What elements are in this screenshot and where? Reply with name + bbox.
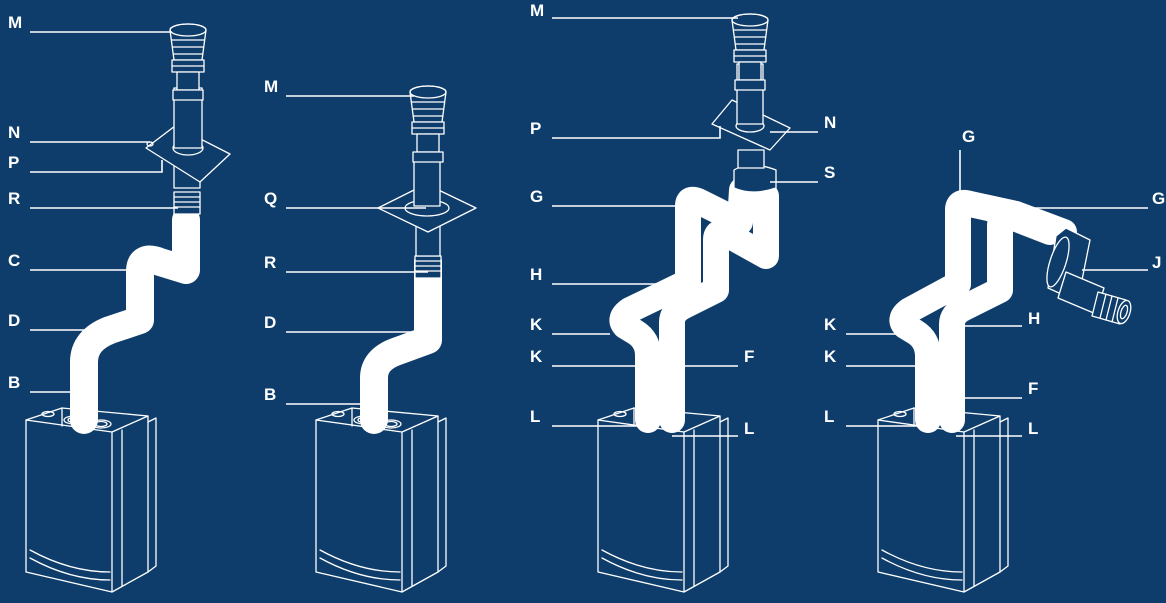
d4-label-g1: G — [962, 127, 976, 146]
d3-label-p: P — [530, 119, 542, 138]
d1-label-p: P — [8, 153, 20, 172]
diagram-3-twin-pipe-2 — [659, 183, 779, 433]
d3-label-n: N — [824, 113, 837, 132]
d2-label-q: Q — [264, 189, 278, 208]
d4-label-l2: L — [1028, 419, 1039, 438]
d3-label-l2: L — [744, 419, 755, 438]
diagram-1-flue-pipe — [70, 206, 200, 434]
d4-label-k1: K — [824, 315, 837, 334]
leader-lines — [30, 17, 1148, 437]
diagram-4-twin-pipe-1 — [889, 189, 1077, 433]
diagram-2-flue-pipe — [360, 248, 442, 434]
d3-label-f: F — [744, 347, 755, 366]
d4-label-j: J — [1152, 253, 1162, 272]
d3-label-m: M — [530, 1, 545, 20]
d2-label-d: D — [264, 313, 277, 332]
d3-label-l1: L — [530, 407, 541, 426]
d4-label-f: F — [1028, 379, 1039, 398]
d4-label-g2: G — [1152, 189, 1166, 208]
d3-label-k1: K — [530, 315, 543, 334]
diagram-3-assembly — [597, 13, 791, 593]
d1-label-m: M — [8, 13, 23, 32]
d1-label-c: C — [8, 251, 21, 270]
d1-label-n: N — [8, 123, 21, 142]
d4-label-l1: L — [824, 407, 835, 426]
d3-label-s: S — [824, 163, 836, 182]
d2-label-m: M — [264, 77, 279, 96]
d1-label-b: B — [8, 373, 21, 392]
d1-label-r: R — [8, 189, 21, 208]
d3-label-h: H — [530, 265, 543, 284]
d2-label-r: R — [264, 253, 277, 272]
diagram-4-twin-pipe-2 — [939, 204, 1063, 433]
d4-label-k2: K — [824, 347, 837, 366]
d1-label-d: D — [8, 311, 21, 330]
diagram-2-assembly — [315, 85, 477, 593]
d3-label-k2: K — [530, 347, 543, 366]
diagram-1-assembly — [25, 23, 231, 593]
d4-label-h: H — [1028, 309, 1041, 328]
diagram-3-twin-pipe-1 — [609, 177, 755, 433]
diagram-4-assembly — [877, 189, 1132, 593]
d3-label-g: G — [530, 187, 544, 206]
d2-label-b: B — [264, 385, 277, 404]
